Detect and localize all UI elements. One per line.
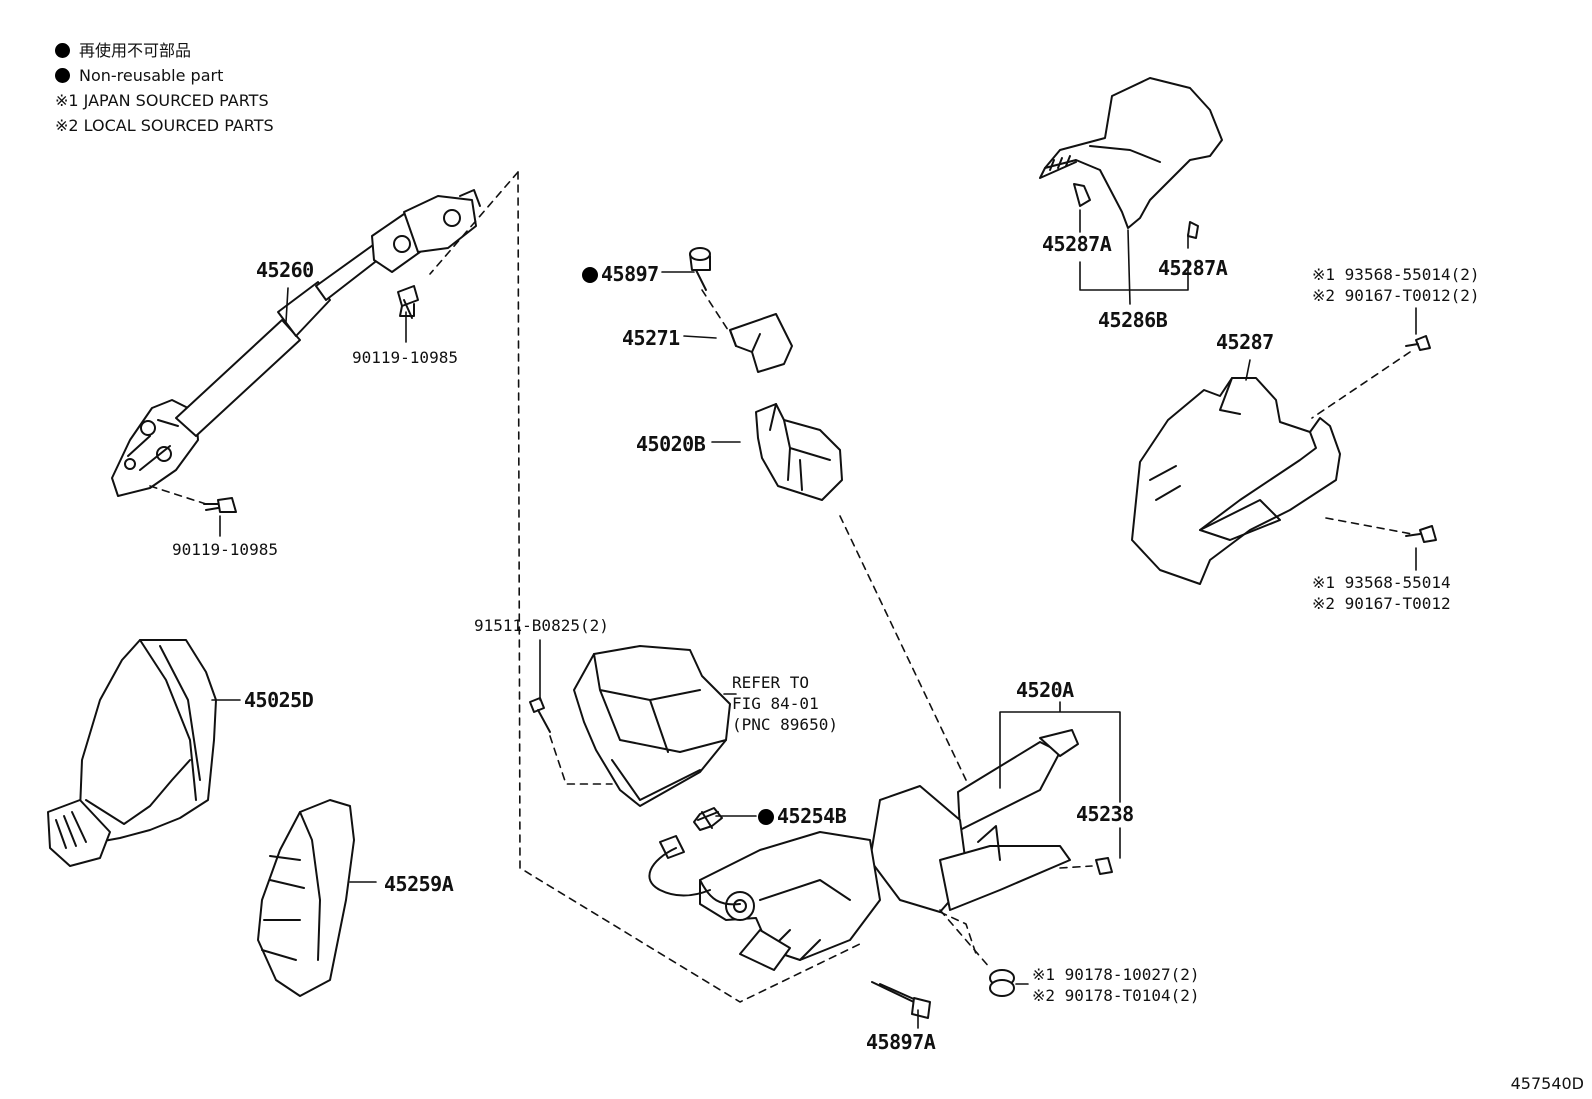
column-shroud-45025D-drawing [47,639,217,867]
column-shroud-45259A-drawing [257,799,355,997]
part-label-45287A-left[interactable]: 45287A [1042,232,1112,256]
steering-column-assy-drawing [648,729,1079,971]
intermediate-shaft-drawing [111,189,481,497]
legend-japan-sourced: ※1 JAPAN SOURCED PARTS [55,91,269,110]
part-label-93568-top: ※1 93568-55014(2) [1312,265,1480,284]
part-label-91511[interactable]: 91511-B0825(2) [474,616,609,635]
non-reusable-dot-icon [55,68,70,83]
bolt-91511-drawing [529,697,551,733]
part-label-90167-bottom: ※2 90167-T0012 [1312,594,1451,613]
part-label-45238[interactable]: 45238 [1076,802,1134,826]
clip-45254B-drawing [693,807,723,831]
lower-column-cover-drawing [1131,377,1341,585]
bolt-90119-top-drawing [397,285,419,319]
part-label-90178-2: ※2 90178-T0104(2) [1032,986,1200,1005]
part-label-90119-top[interactable]: 90119-10985 [352,348,458,367]
leader-lines [211,209,1417,1029]
part-label-45025D[interactable]: 45025D [244,688,314,712]
part-label-45259A[interactable]: 45259A [384,872,454,896]
part-label-4520A[interactable]: 4520A [1016,678,1074,702]
bolt-45897-drawing [689,247,711,291]
bolt-90119-bottom-drawing [203,497,237,513]
clamp-45271-drawing [729,313,793,373]
legend-row-non-reusable-en: Non-reusable part [55,63,274,88]
non-reusable-dot-icon [55,43,70,58]
part-label-45020B[interactable]: 45020B [636,432,706,456]
part-label-90178-1: ※1 90178-10027(2) [1032,965,1200,984]
part-number-45254B: 45254B [777,804,847,828]
screw-bottom-right-drawing [1405,525,1437,543]
upper-column-cover-drawing [1039,77,1223,229]
part-label-45271[interactable]: 45271 [622,326,680,350]
refer-note[interactable]: REFER TO FIG 84-01 (PNC 89650) [732,672,838,735]
nut-90178-drawing [989,969,1015,997]
refer-line-2: FIG 84-01 [732,694,819,713]
part-note-bottom-screws[interactable]: ※1 93568-55014 ※2 90167-T0012 [1312,572,1451,614]
figure-id: 457540D [1510,1074,1584,1093]
part-label-45897[interactable]: 45897 [582,262,659,286]
part-label-90119-bottom[interactable]: 90119-10985 [172,540,278,559]
assembly-dashed-lines [149,171,1413,1003]
part-label-93568-bottom: ※1 93568-55014 [1312,573,1451,592]
part-label-45260[interactable]: 45260 [256,258,314,282]
part-number-45897: 45897 [601,262,659,286]
part-label-45287A-right[interactable]: 45287A [1158,256,1228,280]
part-note-nuts[interactable]: ※1 90178-10027(2) ※2 90178-T0104(2) [1032,964,1200,1006]
non-reusable-dot-icon [582,267,598,283]
legend: 再使用不可部品 Non-reusable part ※1 JAPAN SOURC… [55,38,274,138]
bolt-45897A-drawing [871,981,931,1019]
steering-lock-45020B-drawing [755,403,843,501]
non-reusable-dot-icon [758,809,774,825]
part-label-45287[interactable]: 45287 [1216,330,1274,354]
part-note-top-screws[interactable]: ※1 93568-55014(2) ※2 90167-T0012(2) [1312,264,1480,306]
part-label-45897A[interactable]: 45897A [866,1030,936,1054]
screw-top-right-drawing [1405,335,1431,351]
part-label-45286B[interactable]: 45286B [1098,308,1168,332]
part-label-45254B[interactable]: 45254B [758,804,847,828]
legend-non-reusable-jp: 再使用不可部品 [79,41,192,60]
part-label-90167-top: ※2 90167-T0012(2) [1312,286,1480,305]
legend-non-reusable-en: Non-reusable part [79,66,224,85]
tilt-motor-drawing [573,645,731,807]
nut-45238-drawing [1095,857,1113,875]
legend-row-non-reusable-jp: 再使用不可部品 [55,38,274,63]
refer-line-1: REFER TO [732,673,810,692]
refer-line-3: (PNC 89650) [732,715,838,734]
legend-local-sourced: ※2 LOCAL SOURCED PARTS [55,116,274,135]
clip-45287A-right-drawing [1187,221,1199,239]
clip-45287A-left-drawing [1073,183,1091,207]
